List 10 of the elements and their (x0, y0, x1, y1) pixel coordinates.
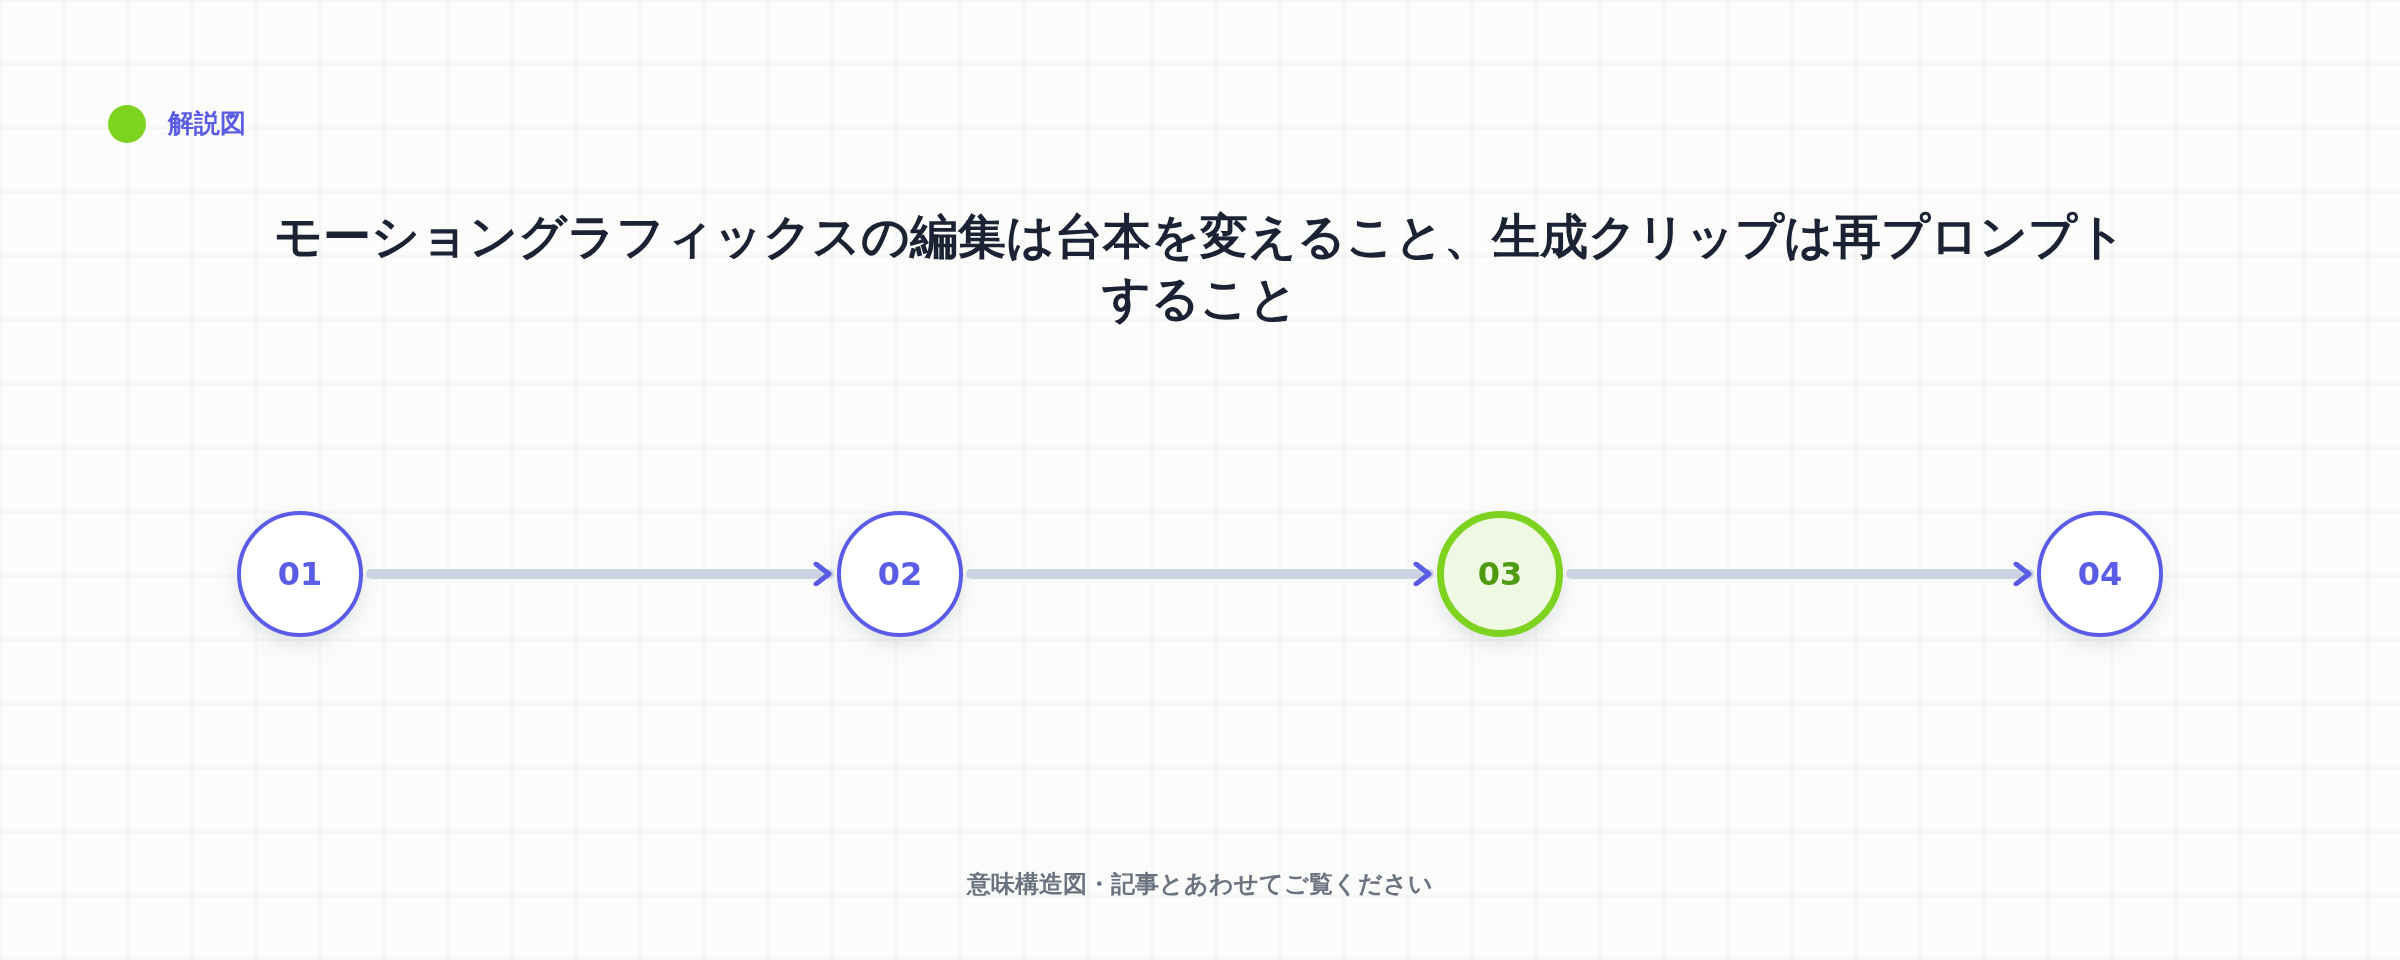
arrow (1566, 561, 2034, 587)
arrow (366, 561, 834, 587)
step-circle: 02 (837, 511, 963, 637)
step-circle: 04 (2037, 511, 2163, 637)
step-circle: 03 (1437, 511, 1563, 637)
header-label: 解説図 (168, 107, 247, 140)
step-circle: 01 (237, 511, 363, 637)
footer-note: 意味構造図・記事とあわせてご覧ください (965, 869, 1434, 900)
title: モーショングラフィックスの編集は台本を変えること、生成クリップは再プロンプトすること (273, 207, 2127, 328)
arrow (966, 561, 1434, 587)
